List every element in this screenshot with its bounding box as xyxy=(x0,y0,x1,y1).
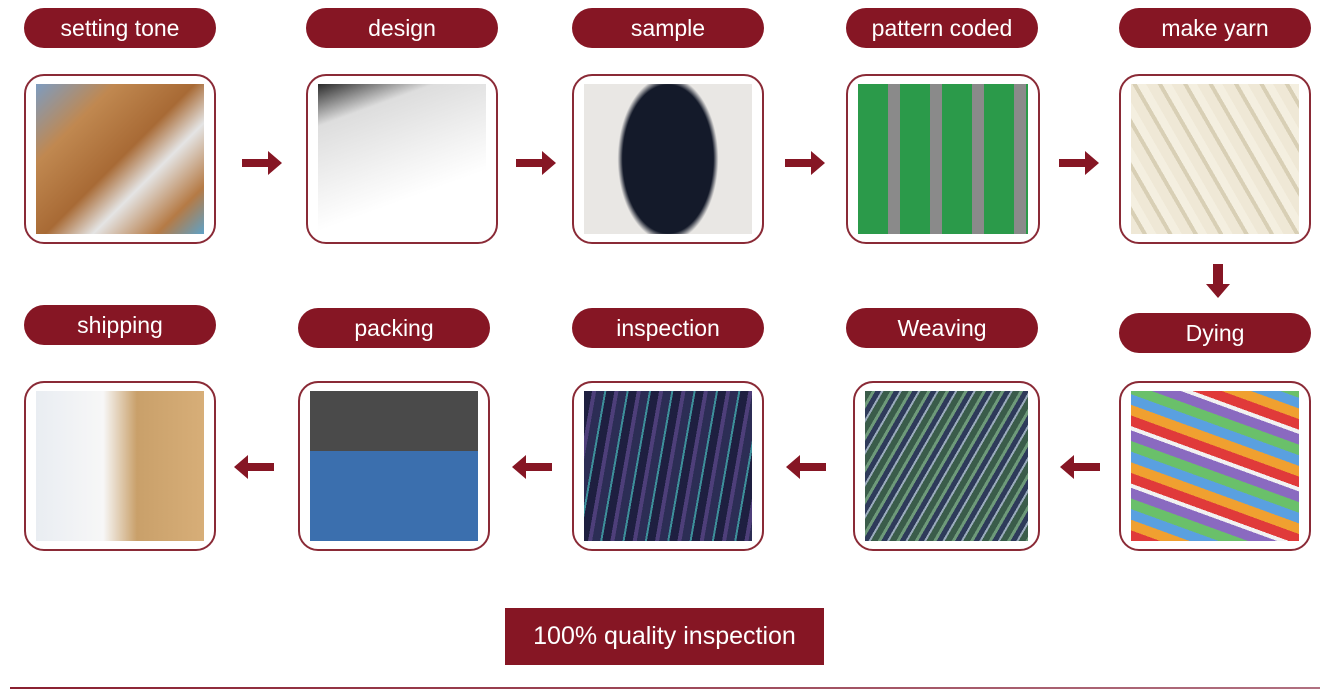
bottom-divider xyxy=(10,687,1320,689)
loom-photo xyxy=(865,391,1028,541)
yarn-photo xyxy=(1131,84,1299,234)
step-image-frame-packing xyxy=(298,381,490,551)
step-label-packing: packing xyxy=(298,308,490,348)
inspection-photo xyxy=(584,391,752,541)
laptop-color-swatches-photo xyxy=(318,84,486,234)
step-image-frame-weaving xyxy=(853,381,1040,551)
arrow-left-icon xyxy=(234,455,274,479)
arrow-right-icon xyxy=(1059,151,1099,175)
quality-inspection-banner: 100% quality inspection xyxy=(505,608,824,665)
step-label-design: design xyxy=(306,8,498,48)
step-label-setting-tone: setting tone xyxy=(24,8,216,48)
gift-box-photo xyxy=(310,391,478,541)
step-image-frame-design xyxy=(306,74,498,244)
arrow-right-icon xyxy=(242,151,282,175)
arrow-right-icon xyxy=(516,151,556,175)
step-label-inspection: inspection xyxy=(572,308,764,348)
step-image-frame-setting-tone xyxy=(24,74,216,244)
arrow-down-icon xyxy=(1206,264,1230,298)
arrow-right-icon xyxy=(785,151,825,175)
step-label-sample: sample xyxy=(572,8,764,48)
arrow-left-icon xyxy=(512,455,552,479)
step-image-frame-dying xyxy=(1119,381,1311,551)
step-image-frame-inspection xyxy=(572,381,764,551)
scarf-photo xyxy=(584,84,752,234)
color-fan-photo xyxy=(1131,391,1299,541)
step-label-pattern-coded: pattern coded xyxy=(846,8,1038,48)
step-image-frame-sample xyxy=(572,74,764,244)
step-image-frame-pattern-coded xyxy=(846,74,1040,244)
office-desk-photo xyxy=(36,84,204,234)
step-image-frame-make-yarn xyxy=(1119,74,1311,244)
arrow-left-icon xyxy=(786,455,826,479)
step-image-frame-shipping xyxy=(24,381,216,551)
step-label-make-yarn: make yarn xyxy=(1119,8,1311,48)
pattern-screen-photo xyxy=(858,84,1028,234)
delivery-man-photo xyxy=(36,391,204,541)
step-label-weaving: Weaving xyxy=(846,308,1038,348)
step-label-shipping: shipping xyxy=(24,305,216,345)
arrow-left-icon xyxy=(1060,455,1100,479)
step-label-dying: Dying xyxy=(1119,313,1311,353)
